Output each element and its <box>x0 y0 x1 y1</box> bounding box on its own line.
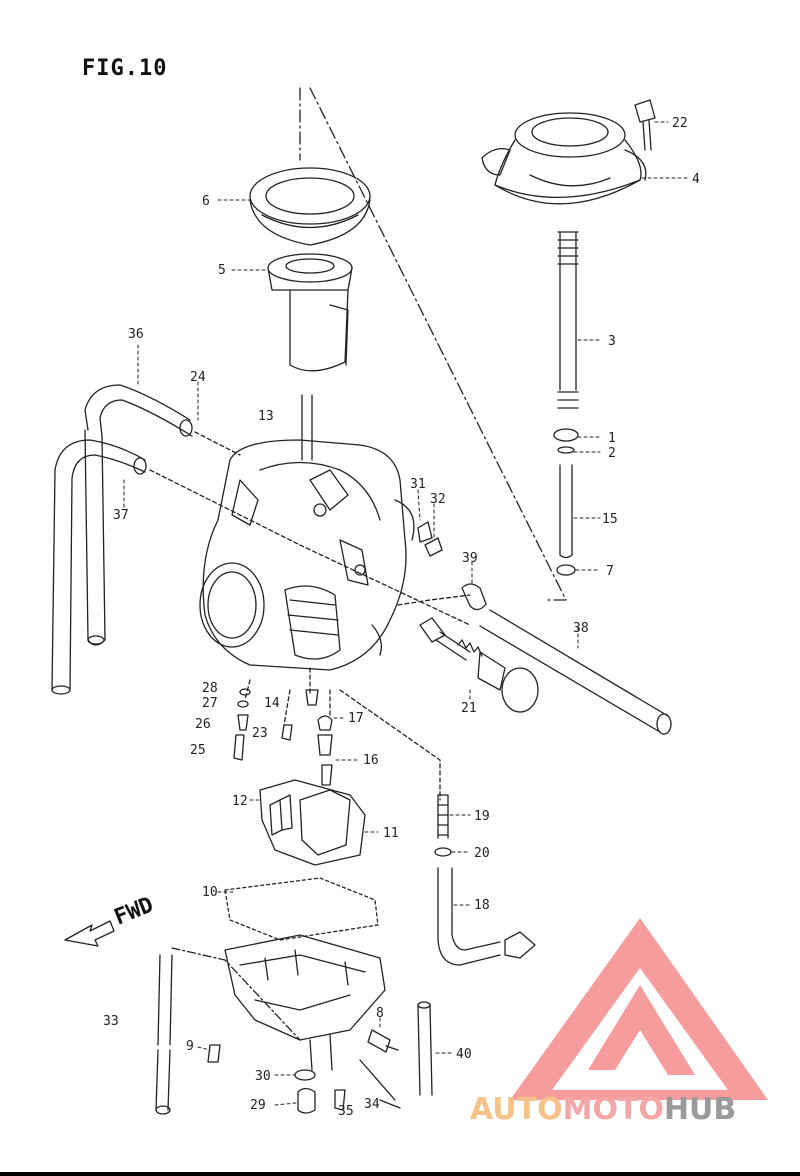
carburetor-body-part <box>199 394 415 671</box>
part-label-31: 31 <box>410 477 426 492</box>
part-label-13: 13 <box>258 409 274 424</box>
overflow-tube-part <box>155 947 301 1115</box>
part-label-2: 2 <box>608 446 616 461</box>
part-label-19: 19 <box>474 809 490 824</box>
figure-title: FIG.10 <box>82 56 168 81</box>
part-label-18: 18 <box>474 898 490 913</box>
part-label-39: 39 <box>462 551 478 566</box>
bowl-screw-left-part <box>207 1044 221 1063</box>
bowl-screw-part <box>367 1029 399 1053</box>
part-label-1: 1 <box>608 431 616 446</box>
part-label-12: 12 <box>232 794 248 809</box>
part-label-30: 30 <box>255 1069 271 1084</box>
intake-boot-part <box>249 167 371 246</box>
part-label-22: 22 <box>672 116 688 131</box>
part-label-20: 20 <box>474 846 490 861</box>
automotohub-logo <box>510 918 768 1100</box>
float-part <box>259 779 366 866</box>
needle-spring-part <box>553 231 579 576</box>
throttle-slide-part <box>267 253 353 372</box>
part-label-4: 4 <box>692 172 700 187</box>
watermark-hub: HUB <box>663 1092 737 1127</box>
vent-hoses-part <box>51 384 193 695</box>
part-label-17: 17 <box>348 711 364 726</box>
tube-and-clip-part <box>461 583 672 735</box>
part-label-33: 33 <box>103 1014 119 1029</box>
connection-lines <box>149 431 471 801</box>
part-label-14: 14 <box>264 696 280 711</box>
watermark-auto: AUTO <box>470 1092 563 1127</box>
part-label-26: 26 <box>195 717 211 732</box>
part-label-38: 38 <box>573 621 589 636</box>
part-labels: 22 4 6 5 3 36 24 13 1 2 37 31 32 15 39 7… <box>103 116 700 1119</box>
part-label-37: 37 <box>113 508 129 523</box>
top-cap-part <box>481 99 656 205</box>
small-screws-part <box>417 521 443 557</box>
leader-lines <box>123 121 691 1106</box>
part-label-23: 23 <box>252 726 268 741</box>
float-bowl-part <box>224 934 396 1101</box>
jets-and-screws-part <box>233 688 333 786</box>
part-label-3: 3 <box>608 334 616 349</box>
choke-plunger-part <box>419 617 539 713</box>
part-label-15: 15 <box>602 512 618 527</box>
forward-arrow-icon <box>64 920 115 947</box>
vent-tube-part <box>417 1001 433 1096</box>
part-label-8: 8 <box>376 1006 384 1021</box>
bottom-border <box>0 1172 800 1176</box>
part-label-7: 7 <box>606 564 614 579</box>
forward-label: FWD <box>111 892 157 930</box>
part-label-11: 11 <box>383 826 399 841</box>
gasket-part <box>224 877 379 941</box>
part-label-10: 10 <box>202 885 218 900</box>
part-label-9: 9 <box>186 1039 194 1054</box>
watermark-moto: MOTO <box>562 1092 664 1127</box>
part-label-35: 35 <box>338 1104 354 1119</box>
part-label-6: 6 <box>202 194 210 209</box>
part-label-40: 40 <box>456 1047 472 1062</box>
part-label-5: 5 <box>218 263 226 278</box>
part-label-36: 36 <box>128 327 144 342</box>
part-label-21: 21 <box>461 701 477 716</box>
part-label-34: 34 <box>364 1097 380 1112</box>
drain-hose-part <box>434 794 536 966</box>
part-label-16: 16 <box>363 753 379 768</box>
reference-line <box>299 87 567 601</box>
automotohub-watermark: AUTOMOTOHUB <box>470 1092 736 1127</box>
part-label-27: 27 <box>202 696 218 711</box>
part-label-25: 25 <box>190 743 206 758</box>
part-label-32: 32 <box>430 492 446 507</box>
part-label-28: 28 <box>202 681 218 696</box>
part-label-29: 29 <box>250 1098 266 1113</box>
part-label-24: 24 <box>190 370 206 385</box>
